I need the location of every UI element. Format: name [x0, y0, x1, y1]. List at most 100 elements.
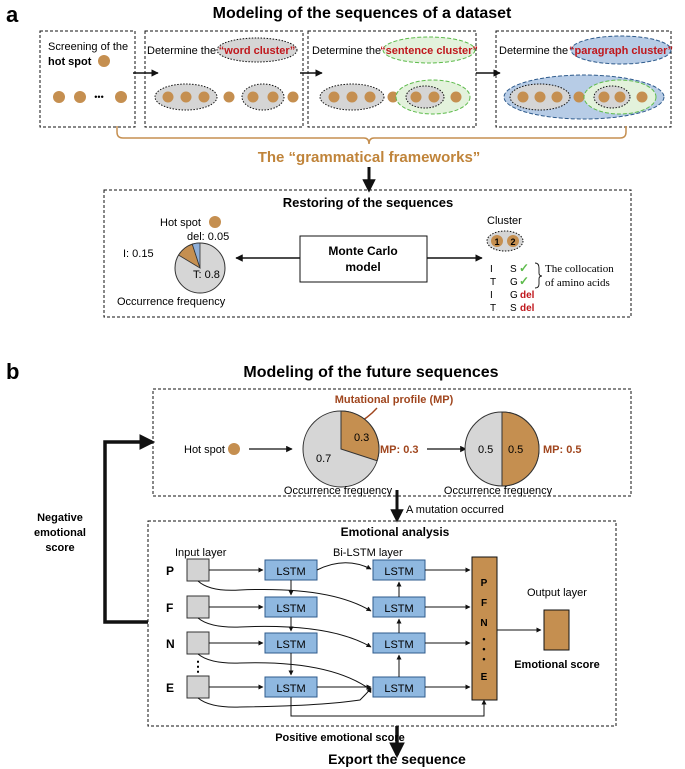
- monte-carlo-box: [299, 235, 428, 283]
- output-node: [543, 609, 570, 651]
- occurrence-label-2: Occurrence frequency: [444, 485, 553, 497]
- restoring-pie: [174, 242, 226, 294]
- pie2-left-value: 0.5: [478, 444, 493, 456]
- occurrence-label-1: Occurrence frequency: [284, 485, 393, 497]
- collocation-brace: [534, 262, 543, 289]
- negative-line3: score: [45, 542, 74, 554]
- restoring-occurrence-label: Occurrence frequency: [117, 296, 226, 308]
- pfn-letter-p: P: [481, 578, 488, 589]
- input-label-e: E: [166, 681, 174, 695]
- emotional-analysis-box: [147, 520, 617, 727]
- step2-prefix: Determine the: [147, 45, 216, 57]
- lstm-f1-label: LSTM: [276, 566, 305, 578]
- paragraph-cluster-label-ellipse: [570, 35, 672, 65]
- pfn-dot-2: •: [482, 644, 485, 654]
- pie2-right-value: 0.5: [508, 444, 523, 456]
- cluster-label: Cluster: [487, 215, 522, 227]
- row3-del: del: [520, 290, 535, 301]
- monte-carlo-line1: Monte Carlo: [328, 244, 397, 258]
- emotional-score-label: Emotional score: [514, 659, 600, 671]
- row2-check-icon: ✓: [519, 274, 529, 288]
- input-vertical-dots: ⋮: [191, 658, 205, 674]
- pie-slice-del: [191, 242, 201, 269]
- lstm-b2-label: LSTM: [384, 603, 413, 615]
- cluster-dot-1: [491, 235, 503, 247]
- word-cluster-label-ellipse: [216, 37, 298, 63]
- input-label-f: F: [166, 601, 173, 615]
- restoring-box: [103, 189, 632, 318]
- lstm-b1-label: LSTM: [384, 566, 413, 578]
- row4-del: del: [520, 303, 535, 314]
- network-connections: [197, 562, 542, 717]
- paragraph-cluster-row: [503, 74, 665, 120]
- pie-del-label: del: 0.05: [187, 231, 229, 243]
- input-node-f: [186, 595, 210, 619]
- input-node-n: [186, 631, 210, 655]
- monte-carlo-line2: model: [345, 260, 380, 274]
- input-node-p: [186, 558, 210, 582]
- row3-b: G: [510, 290, 518, 301]
- row3-a: I: [490, 290, 493, 301]
- mutation-label: A mutation occurred: [406, 504, 504, 516]
- pie1-large-value: 0.7: [316, 453, 331, 465]
- pfn-dot-1: •: [482, 634, 485, 644]
- mp1-label: MP: 0.3: [380, 444, 419, 456]
- step-box-paragraph-cluster: [495, 30, 672, 128]
- lstm-f2-label: LSTM: [276, 603, 305, 615]
- pie1-small-value: 0.3: [354, 432, 369, 444]
- panel-b-title: Modeling of the future sequences: [243, 364, 498, 381]
- step-box-sentence-cluster: [307, 30, 477, 128]
- cluster-dot-2: [507, 235, 519, 247]
- restoring-title: Restoring of the sequences: [283, 195, 453, 210]
- export-label: Export the sequence: [328, 751, 466, 767]
- pfn-letter-e: E: [481, 672, 488, 683]
- negative-line1: Negative: [37, 512, 83, 524]
- restoring-hot-spot-label: Hot spot: [160, 217, 201, 229]
- step-box-hot-spot: [39, 30, 136, 128]
- collocation-line1: The collocation: [545, 263, 614, 275]
- pfn-dot-3: •: [482, 654, 485, 664]
- lstm-b3-label: LSTM: [384, 639, 413, 651]
- step1-line1: Screening of the: [48, 41, 128, 53]
- lstm-f3-label: LSTM: [276, 639, 305, 651]
- step1-line2: hot spot: [48, 56, 92, 68]
- collocation-line2: of amino acids: [545, 277, 610, 289]
- pie-t-label: T: 0.8: [193, 269, 220, 281]
- row1-b: S: [510, 264, 517, 275]
- row2-b: G: [510, 277, 518, 288]
- input-layer-label: Input layer: [175, 547, 227, 559]
- word-cluster-row: [154, 83, 299, 111]
- input-label-n: N: [166, 637, 175, 651]
- negative-feedback-arrow: [103, 434, 156, 624]
- mutational-profile-label: Mutational profile (MP): [335, 394, 454, 406]
- future-pie-2: [464, 411, 540, 487]
- panel-a-title: Modeling of the sequences of a dataset: [213, 5, 512, 22]
- pfn-column: [471, 556, 498, 701]
- step1-ellipsis: •••: [94, 92, 103, 102]
- sentence-cluster-row: [319, 79, 471, 115]
- step4-prefix: Determine the: [499, 45, 568, 57]
- pfn-letter-f: F: [481, 598, 487, 609]
- panel-a-label: a: [6, 2, 19, 27]
- future-hot-spot-dot: [228, 443, 240, 455]
- pie1-slice-mutation: [340, 410, 380, 462]
- grammatical-frameworks-label: The “grammatical frameworks”: [258, 149, 481, 166]
- lstm-backward-column: [372, 559, 426, 698]
- paragraph-cluster-label: “paragraph cluster”: [569, 45, 673, 57]
- cluster-num-1: 1: [494, 237, 499, 247]
- row4-b: S: [510, 303, 517, 314]
- step1-dots: [53, 91, 127, 103]
- row4-a: T: [490, 303, 496, 314]
- sentence-cluster-label-ellipse: [382, 36, 476, 64]
- cluster-num-2: 2: [510, 237, 515, 247]
- row1-check-icon: ✓: [519, 261, 529, 275]
- step3-prefix: Determine the: [312, 45, 381, 57]
- pfn-letter-n: N: [480, 618, 487, 629]
- hot-spot-dot: [98, 55, 110, 67]
- collocation-table: I S ✓ T G ✓ I G del T S del: [490, 261, 543, 314]
- row1-a: I: [490, 264, 493, 275]
- sentence-cluster-label: “sentence cluster”: [380, 45, 478, 57]
- restoring-hot-spot-dot: [209, 216, 221, 228]
- output-layer-label: Output layer: [527, 587, 587, 599]
